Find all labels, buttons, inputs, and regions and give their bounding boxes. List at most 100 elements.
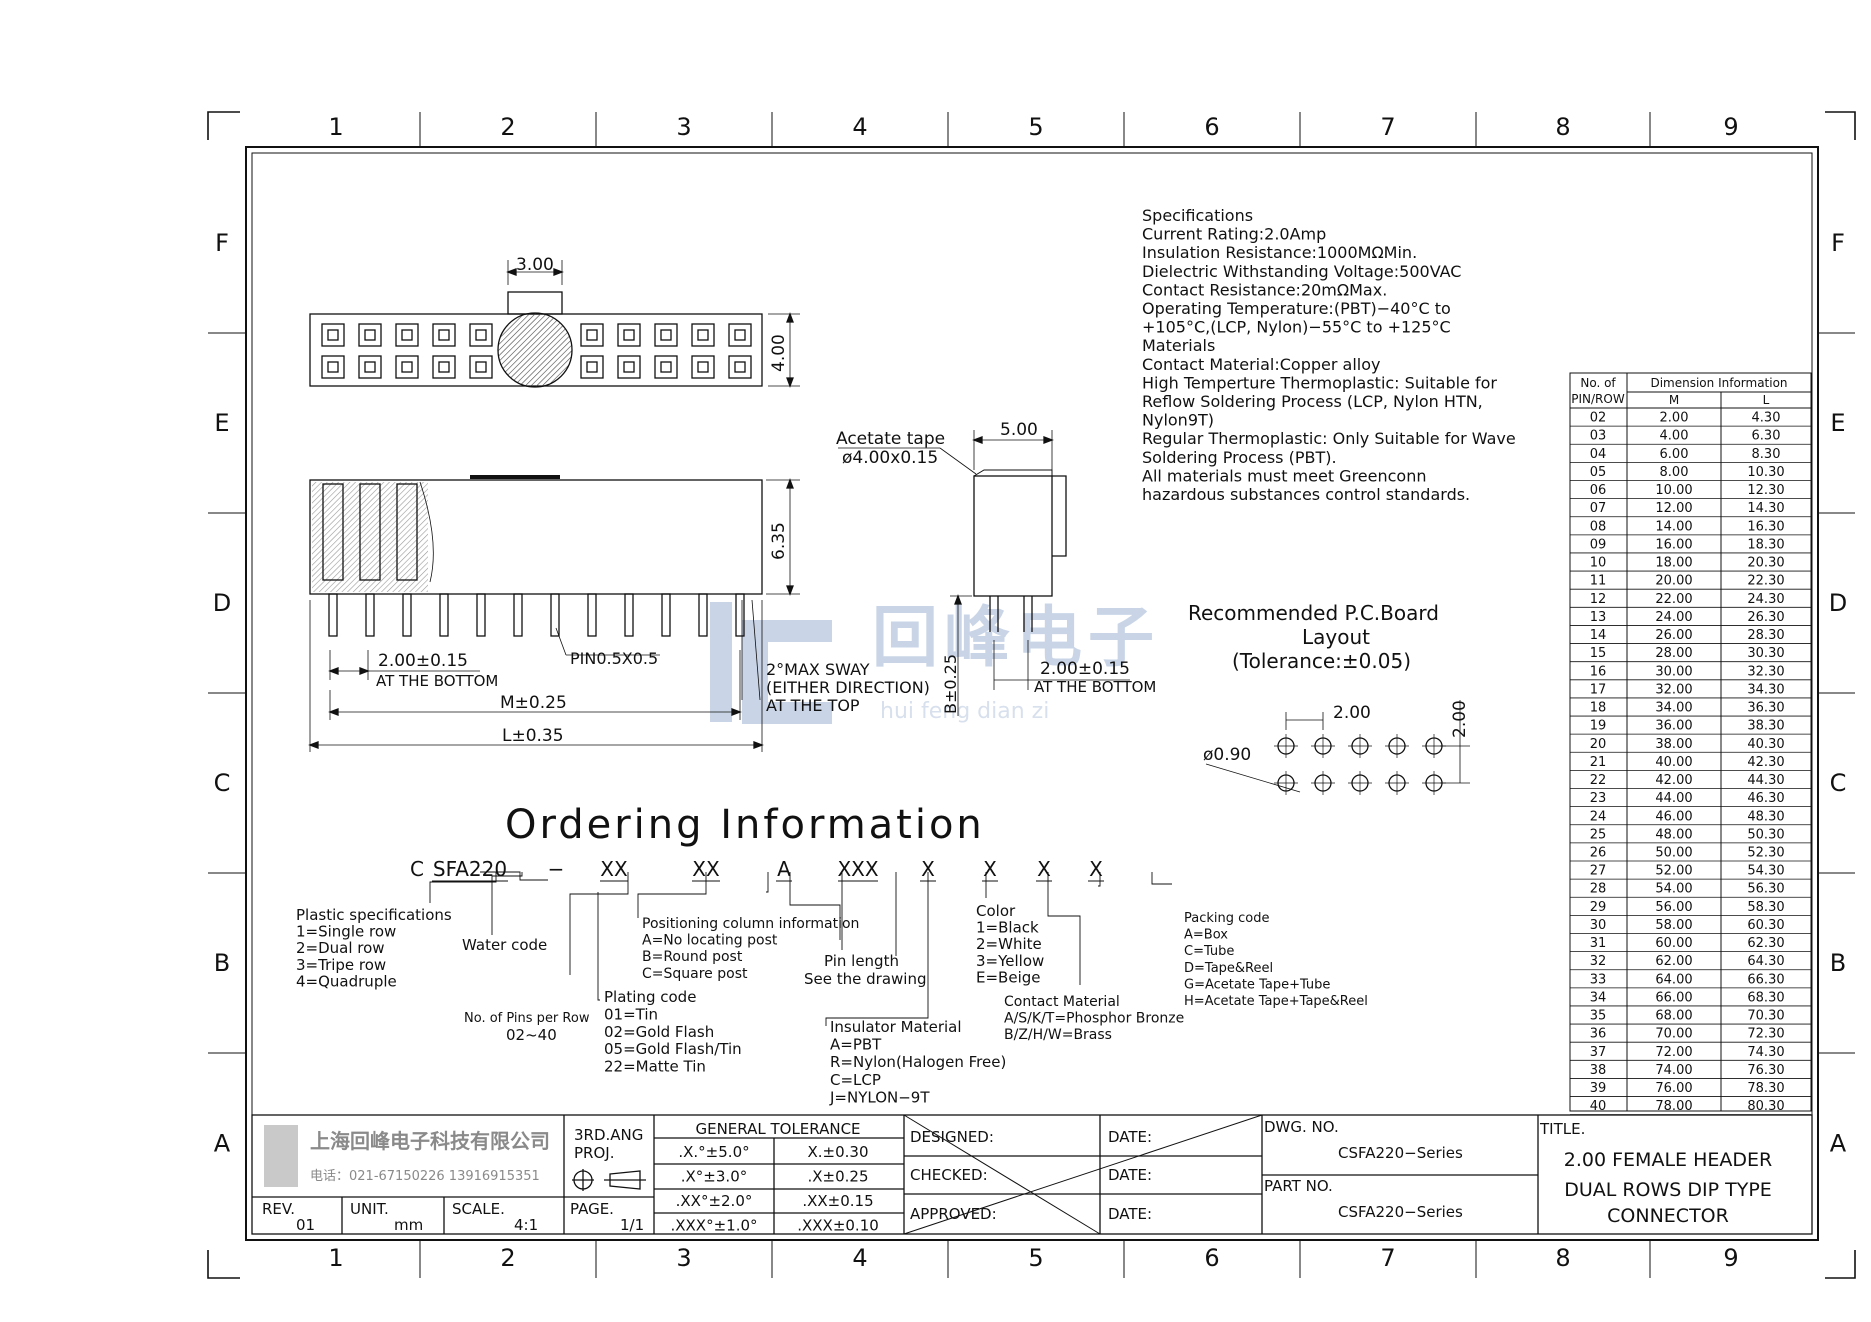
table-cell-m: 14.00 xyxy=(1655,519,1692,534)
table-cell-m: 76.00 xyxy=(1655,1081,1692,1096)
contact-cavity xyxy=(469,323,493,347)
part-value: CSFA220−Series xyxy=(1338,1203,1463,1221)
order-plating-option: 02=Gold Flash xyxy=(604,1023,714,1041)
sway-line-3: AT THE TOP xyxy=(766,696,860,715)
top-view-width: 3.00 xyxy=(516,255,554,275)
table-cell-m: 64.00 xyxy=(1655,972,1692,987)
pin-size: PIN0.5X0.5 xyxy=(570,649,658,668)
order-code-token: XXX xyxy=(837,857,878,881)
contact-pin xyxy=(401,329,413,341)
contact-cavity xyxy=(358,355,382,379)
specification-line: Dielectric Withstanding Voltage:500VAC xyxy=(1142,262,1461,281)
table-cell-m: 30.00 xyxy=(1655,664,1692,679)
contact-cavity xyxy=(432,323,456,347)
column-label-top: 6 xyxy=(1204,113,1219,141)
contact-cavity xyxy=(654,355,678,379)
title-line-1: 2.00 FEMALE HEADER xyxy=(1564,1149,1772,1171)
table-cell-pins: 24 xyxy=(1590,809,1607,824)
pin-tail xyxy=(550,593,560,637)
table-cell-m: 62.00 xyxy=(1655,954,1692,969)
tape-label: Acetate tape xyxy=(836,429,945,449)
tolerance-table: .X.°±5.0°X.±0.30.X°±3.0°.X±0.25.XX°±2.0°… xyxy=(670,1143,878,1235)
table-cell-pins: 04 xyxy=(1590,447,1607,462)
table-cell-l: 26.30 xyxy=(1747,610,1784,625)
contact-cavity xyxy=(358,323,382,347)
title-line-3: CONNECTOR xyxy=(1607,1205,1729,1227)
b-dimension: B±0.25 xyxy=(941,654,960,714)
contact-pin xyxy=(586,329,598,341)
table-cell-pins: 31 xyxy=(1590,936,1607,951)
table-cell-m: 70.00 xyxy=(1655,1027,1692,1042)
pin-tail xyxy=(476,593,486,637)
title-line-2: DUAL ROWS DIP TYPE xyxy=(1564,1179,1772,1201)
top-view-height: 4.00 xyxy=(769,334,789,372)
pin-tail xyxy=(365,593,375,637)
table-cell-l: 14.30 xyxy=(1747,501,1784,516)
watermark-pinyin: hui feng dian zi xyxy=(880,699,1049,724)
table-cell-m: 6.00 xyxy=(1660,447,1689,462)
column-label-bottom: 1 xyxy=(328,1244,343,1272)
row-label-right: E xyxy=(1830,409,1845,437)
order-positioning-title: Positioning column information xyxy=(642,916,859,932)
table-cell-l: 30.30 xyxy=(1747,646,1784,661)
table-cell-m: 54.00 xyxy=(1655,882,1692,897)
table-cell-pins: 30 xyxy=(1590,918,1607,933)
order-contact-option: A/S/K/T=Phosphor Bronze xyxy=(1004,1011,1184,1027)
table-cell-m: 68.00 xyxy=(1655,1009,1692,1024)
order-positioning-option: C=Square post xyxy=(642,966,748,982)
table-cell-pins: 32 xyxy=(1590,954,1607,969)
order-color-option: 2=White xyxy=(976,935,1042,953)
tolerance-angular: .X.°±5.0° xyxy=(678,1143,749,1161)
table-cell-pins: 29 xyxy=(1590,900,1607,915)
part-label: PART NO. xyxy=(1264,1177,1333,1195)
contact-pin xyxy=(697,329,709,341)
pin-tail xyxy=(587,593,597,637)
side-pitch: 2.00±0.15 xyxy=(1040,659,1130,679)
sway-line-1: 2°MAX SWAY xyxy=(766,660,870,679)
table-cell-m: 52.00 xyxy=(1655,864,1692,879)
specification-line: Materials xyxy=(1142,336,1215,355)
order-packing-option: A=Box xyxy=(1184,928,1228,943)
table-cell-pins: 26 xyxy=(1590,846,1607,861)
contact-pin xyxy=(475,361,487,373)
order-code-token: A xyxy=(777,857,791,881)
table-cell-l: 40.30 xyxy=(1747,737,1784,752)
ordering-title: Ordering Information xyxy=(505,802,985,848)
l-dimension: L±0.35 xyxy=(502,726,564,746)
table-cell-pins: 05 xyxy=(1590,465,1607,480)
order-color-option: E=Beige xyxy=(976,968,1040,986)
table-cell-m: 34.00 xyxy=(1655,701,1692,716)
table-cell-m: 28.00 xyxy=(1655,646,1692,661)
table-cell-pins: 34 xyxy=(1590,990,1607,1005)
m-dimension: M±0.25 xyxy=(500,693,567,713)
table-cell-pins: 22 xyxy=(1590,773,1607,788)
contact-pin xyxy=(623,361,635,373)
table-cell-pins: 23 xyxy=(1590,791,1607,806)
table-cell-m: 4.00 xyxy=(1660,429,1689,444)
order-positioning-option: B=Round post xyxy=(642,949,743,965)
table-cell-l: 36.30 xyxy=(1747,701,1784,716)
contact-cavity xyxy=(395,355,419,379)
table-cell-m: 56.00 xyxy=(1655,900,1692,915)
specification-line: +105°C,(LCP, Nylon)−55°C to +125°C xyxy=(1142,318,1451,337)
order-plating-title: Plating code xyxy=(604,988,696,1006)
contact-cavity xyxy=(728,323,752,347)
table-cell-l: 66.30 xyxy=(1747,972,1784,987)
order-plating-option: 01=Tin xyxy=(604,1005,658,1023)
tolerance-angular: .X°±3.0° xyxy=(681,1168,747,1186)
table-cell-l: 48.30 xyxy=(1747,809,1784,824)
table-cell-l: 54.30 xyxy=(1747,864,1784,879)
table-cell-l: 10.30 xyxy=(1747,465,1784,480)
specifications-title: Specifications xyxy=(1142,206,1253,225)
table-cell-l: 76.30 xyxy=(1747,1063,1784,1078)
table-cell-m: 48.00 xyxy=(1655,827,1692,842)
watermark-brand: 回峰电子 xyxy=(872,599,1160,676)
rev-label: REV. xyxy=(262,1200,295,1218)
frame xyxy=(207,111,1856,1279)
table-cell-pins: 13 xyxy=(1590,610,1607,625)
table-cell-l: 74.30 xyxy=(1747,1045,1784,1060)
side-width: 5.00 xyxy=(1000,420,1038,440)
table-cell-m: 58.00 xyxy=(1655,918,1692,933)
table-cell-l: 24.30 xyxy=(1747,592,1784,607)
